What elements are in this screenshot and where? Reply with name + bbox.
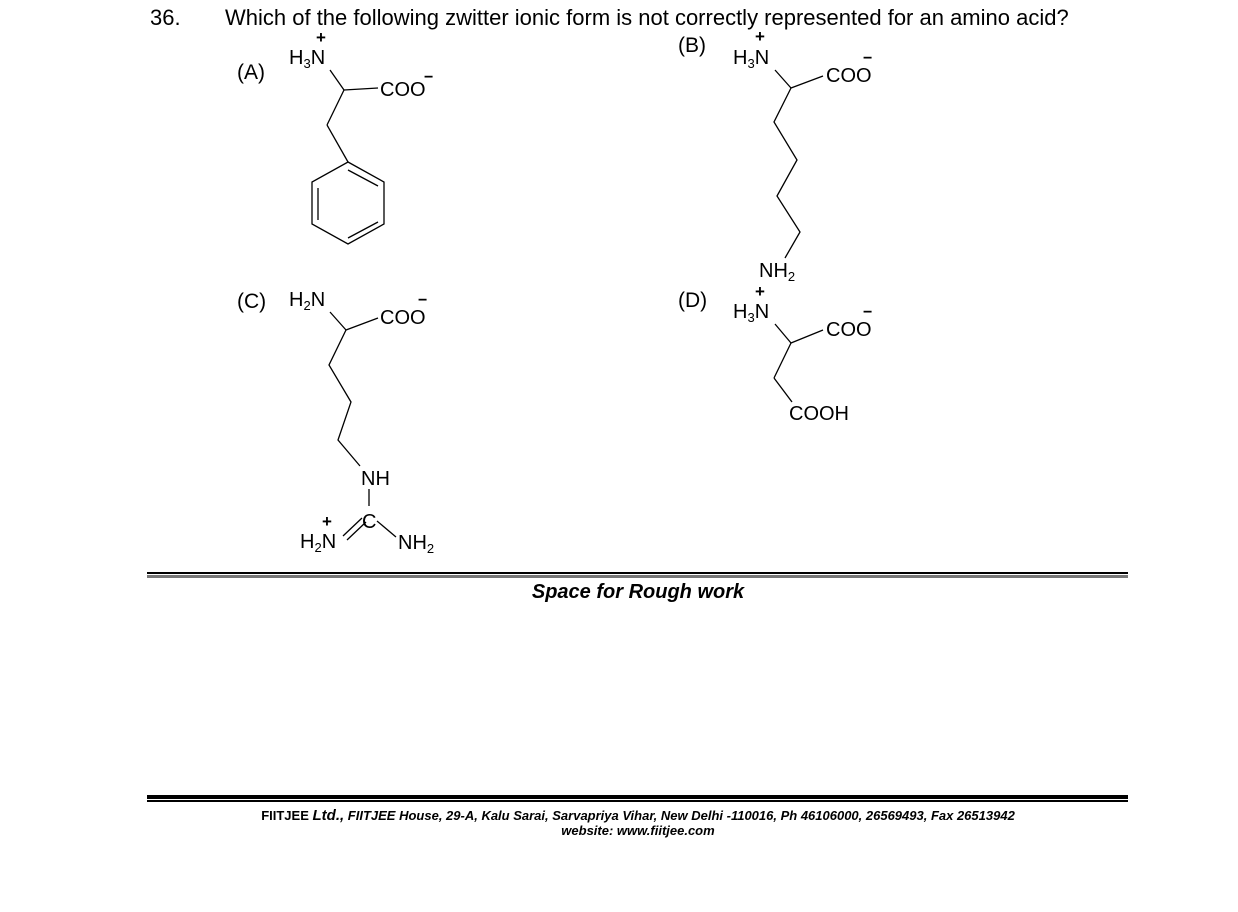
structure-a-bonds <box>311 69 385 245</box>
option-c-label: (C) <box>237 290 267 313</box>
option-c-carbon: C <box>362 511 377 533</box>
footer-address: FIITJEE House, 29-A, Kalu Sarai, Sarvapr… <box>347 808 1015 823</box>
question-text: Which of the following zwitter ionic for… <box>225 5 1069 30</box>
option-a-plus-charge: + <box>316 28 326 47</box>
option-b-minus-charge: − <box>863 50 873 67</box>
option-d-coo-group: COO <box>826 319 872 341</box>
structure-c-bonds <box>328 311 397 541</box>
option-b-nh2-group: NH2 <box>759 260 796 284</box>
option-c-nh-group: NH <box>361 468 390 490</box>
option-a-minus-charge: − <box>424 69 434 86</box>
footer-ltd: Ltd., <box>312 807 345 824</box>
option-b-label: (B) <box>678 34 706 57</box>
option-d-cooh-group: COOH <box>789 403 849 425</box>
option-c-h2n-group: H2N <box>289 289 326 313</box>
option-c-coo-group: COO <box>380 307 426 329</box>
footer-website: website: www.fiitjee.com <box>561 823 715 838</box>
option-d-label: (D) <box>678 289 708 312</box>
option-c-plus-charge: + <box>322 512 332 531</box>
footer-address-line: FIITJEE Ltd., FIITJEE House, 29-A, Kalu … <box>0 807 1238 824</box>
footer-brand: FIITJEE <box>261 808 309 823</box>
footer-divider-thick <box>147 795 1128 799</box>
option-b-h3n-group: H3N <box>733 47 770 71</box>
section-divider-top <box>147 572 1128 574</box>
footer-divider-thin <box>147 800 1128 802</box>
option-d-h3n-group: H3N <box>733 301 770 325</box>
option-d-minus-charge: − <box>863 304 873 321</box>
question-number: 36. <box>150 5 181 30</box>
option-a-h3n-group: H3N <box>289 47 326 71</box>
option-c-nh2-group: NH2 <box>398 532 435 556</box>
option-a-label: (A) <box>237 61 265 84</box>
option-c-minus-charge: − <box>418 292 428 309</box>
rough-work-heading: Space for Rough work <box>531 581 745 603</box>
option-b-coo-group: COO <box>826 65 872 87</box>
option-a-coo-group: COO <box>380 79 426 101</box>
structure-b-bonds <box>773 69 824 259</box>
section-divider-top-shadow <box>147 575 1128 578</box>
option-d-plus-charge: + <box>755 282 765 301</box>
option-b-plus-charge: + <box>755 27 765 46</box>
structure-d-bonds <box>773 323 824 403</box>
option-c-h2n-plus-group: H2N <box>300 531 337 555</box>
